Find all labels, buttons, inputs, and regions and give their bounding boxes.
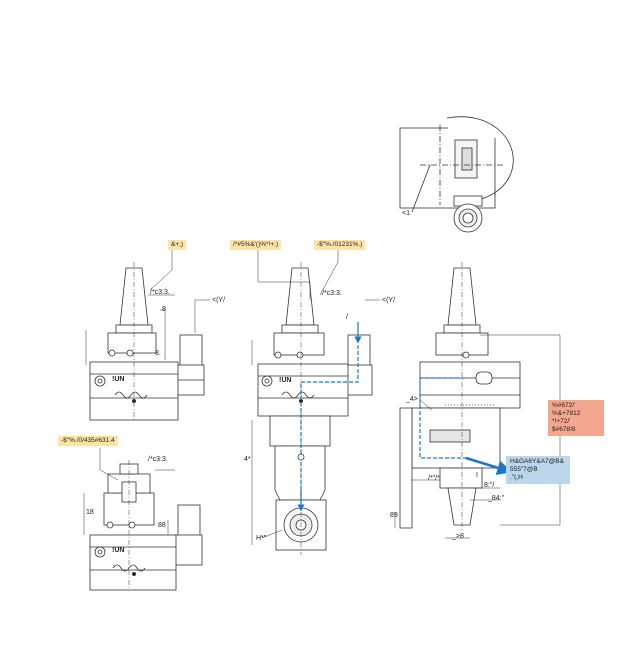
- tool-center: [257, 262, 373, 555]
- dim-88: 88: [158, 522, 166, 529]
- dim-c3-center: /*c3:3.: [322, 290, 342, 297]
- blue-note-line: H&GA6Y&A7@B&: [510, 458, 564, 465]
- dim-t8a: 8:"/: [484, 482, 495, 489]
- tag-center-right: -$"%./01231%.): [314, 240, 366, 250]
- tool-right: [399, 262, 521, 532]
- dim-bar-i: I: [476, 472, 478, 479]
- dim-slash: /: [346, 314, 348, 321]
- coolant-path-right: [419, 377, 513, 475]
- dim-under4: _4>: [406, 396, 418, 403]
- tool-left-top: [89, 262, 205, 421]
- blue-note-line: 555"7@B: [510, 466, 538, 473]
- dim-c3-left: /*c3:3.: [150, 289, 170, 296]
- tool-left-bottom: [89, 460, 203, 591]
- tag-left-top: &+,): [168, 240, 187, 250]
- dim-tgt8: _>8: [452, 533, 464, 540]
- detail-view-top: [399, 116, 514, 233]
- red-note-line: $#678!8: [552, 426, 576, 433]
- brand-label-left-bottom: !UN: [112, 547, 125, 554]
- dim-side-left: <(Y/: [212, 297, 226, 304]
- red-note-line: %#672/': [552, 402, 576, 409]
- dims-left-top: [85, 248, 210, 365]
- dim-8: 8: [162, 306, 166, 313]
- dim-lt1: <1: [402, 210, 410, 217]
- blue-note: H&GA6Y&A7@B& 555"7@B ."(,H: [506, 456, 570, 484]
- red-note: %#672/' %&+7812 *!+72/' $#678!8: [548, 400, 604, 436]
- dim-t89: 89: [390, 512, 398, 519]
- dim-c3-bottom: /*c3:3.: [148, 456, 168, 463]
- dim-hstar: H*": [256, 535, 267, 542]
- coolant-path-center: [300, 322, 362, 510]
- dim-four: 4*: [244, 456, 251, 463]
- dim-pp: /*"/*: [428, 475, 440, 482]
- tag-center-left: /*#5%&'()%*!+.): [230, 240, 282, 250]
- dim-8p: 8.: [155, 350, 161, 357]
- brand-label-center: !UN: [279, 377, 292, 384]
- nozzle-icon: [297, 453, 305, 461]
- blue-note-line: ."(,H: [510, 474, 523, 481]
- dim-t84: _84:": [488, 495, 505, 502]
- dims-center: [251, 248, 380, 545]
- red-note-line: *!+72/': [552, 418, 571, 425]
- dim-18: 18: [86, 509, 94, 516]
- red-note-line: %&+7812: [552, 410, 581, 417]
- dim-side-center: <(Y/: [382, 297, 396, 304]
- dims-left-bottom: [83, 448, 175, 535]
- brand-label-left-top: !UN: [112, 376, 125, 383]
- tag-left-bottom: -$"%./0/435#631.4: [58, 436, 118, 446]
